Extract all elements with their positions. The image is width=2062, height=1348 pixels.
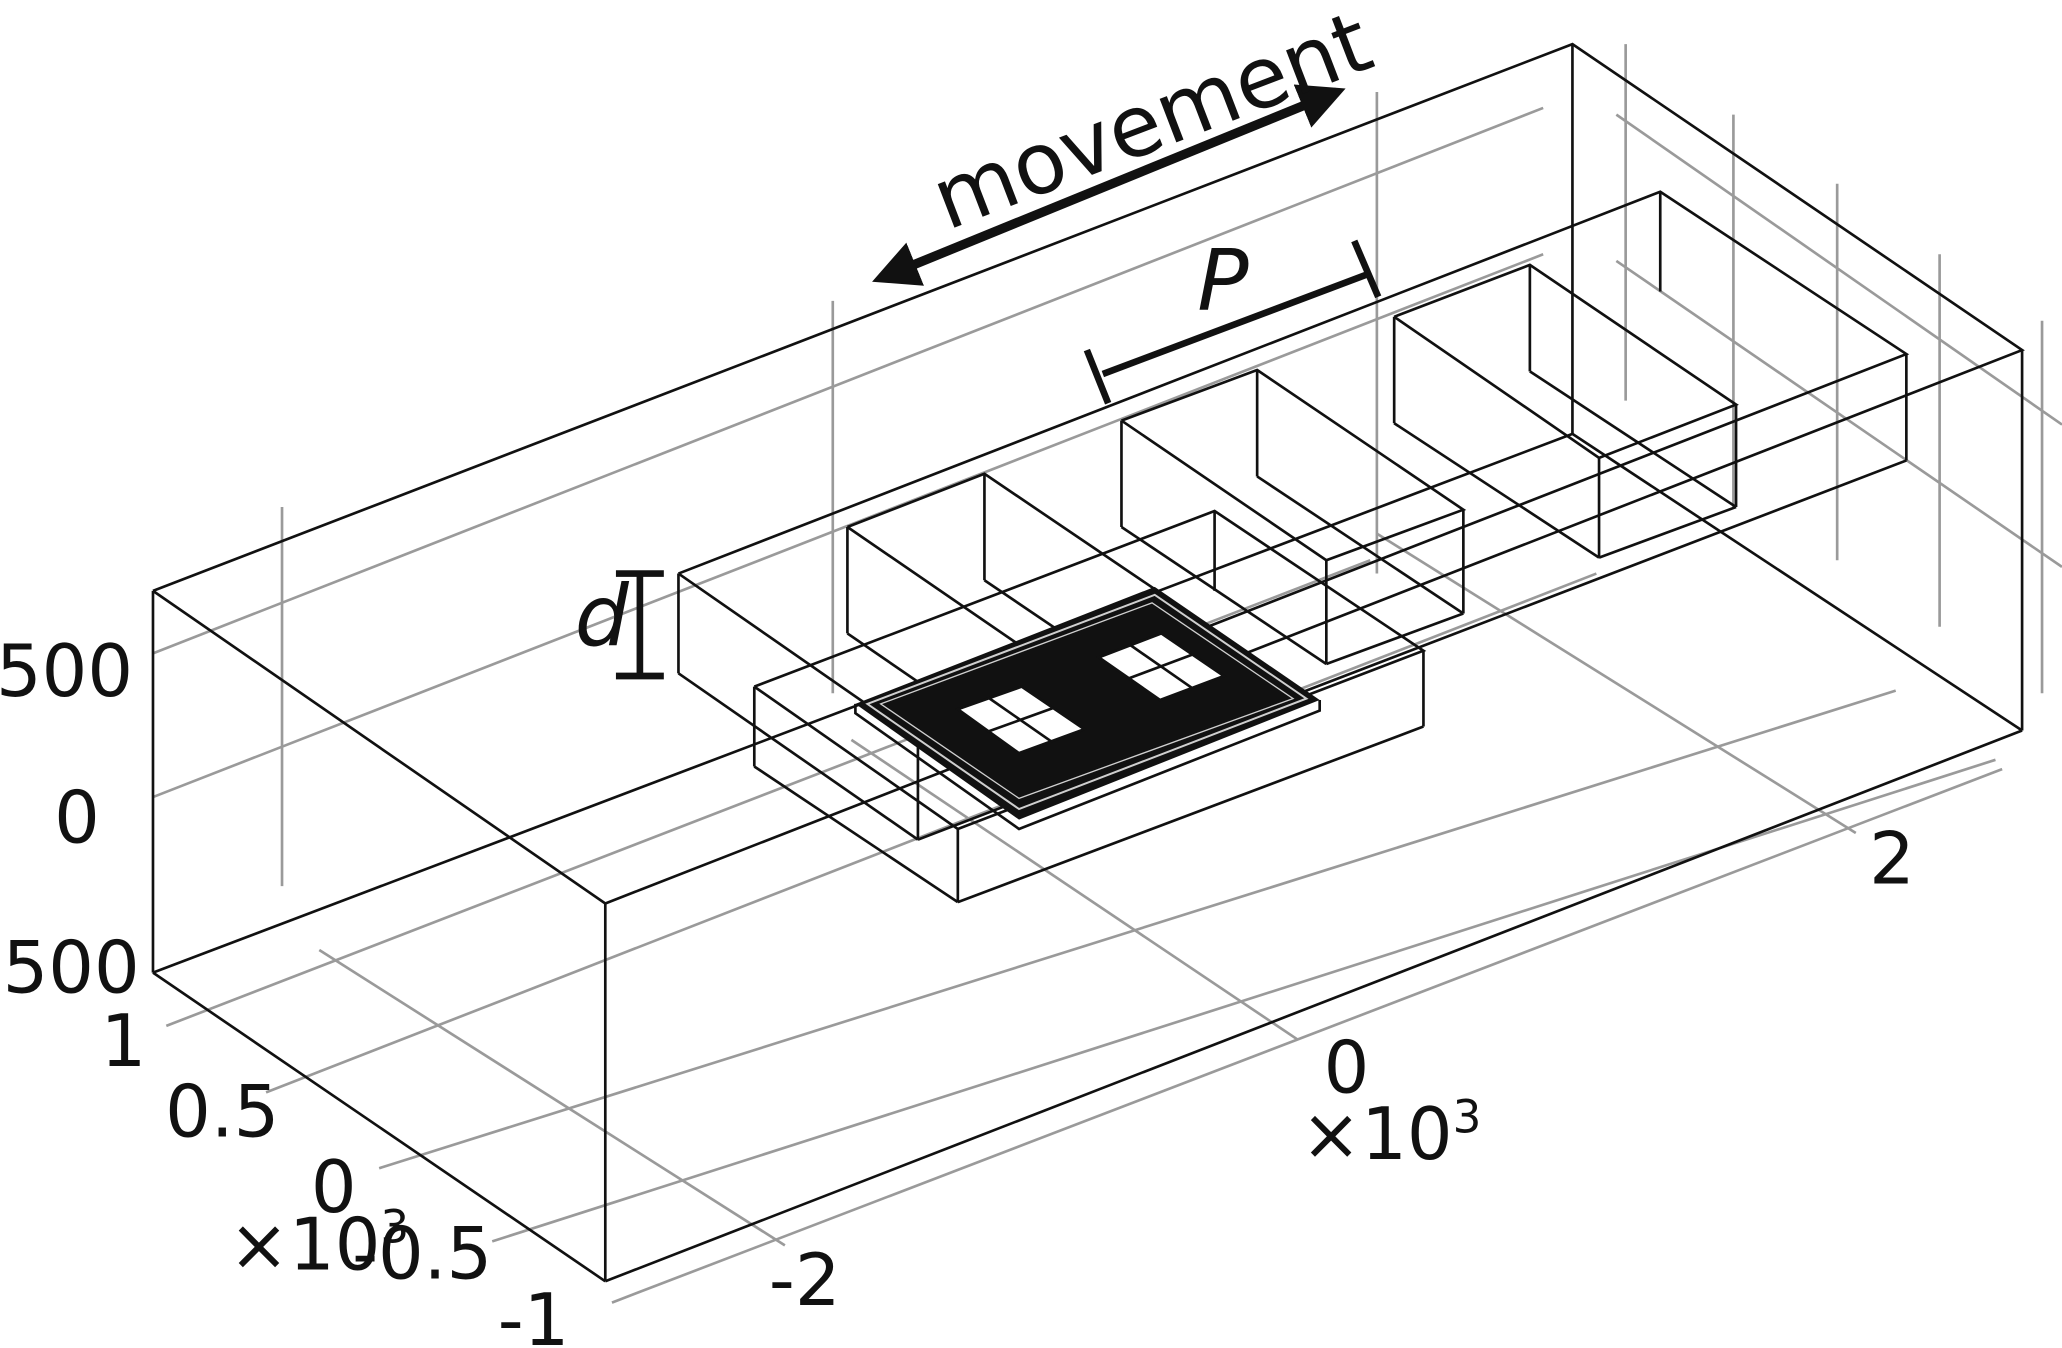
movement-label: movement [919,0,1384,250]
x-multiplier: ×103 [1301,1090,1481,1176]
y-tick-neg1: -1 [498,1278,570,1348]
y-multiplier: ×103 [229,1201,409,1287]
y-tick-neg0-5: -0.5 [352,1212,492,1296]
y-tick-1: 1 [101,999,147,1083]
coil-plate [854,586,1322,831]
movement-arrow-line [872,84,1346,286]
z-tick-neg500: -500 [0,926,140,1010]
periodic-block-2 [1120,368,1467,666]
z-tick-0: 0 [54,775,100,859]
y-tick-0: 0 [311,1145,357,1229]
z-tick-500: 500 [0,629,133,713]
periodic-block-3 [1392,263,1739,559]
rail-channel [677,190,1910,841]
y-tick-0-5: 0.5 [165,1069,279,1153]
x-tick-0: 0 [1324,1025,1370,1109]
movement-arrow: movement [872,0,1385,286]
depth-label: d [575,567,630,666]
y-axis: 1 0.5 0 ×103 -0.5 -1 [101,999,570,1348]
period-dimension [1083,239,1382,405]
depth-dimension [615,570,664,680]
x-tick-2: 2 [1869,817,1915,901]
background-grid [152,44,2062,1304]
x-tick-neg2: -2 [769,1238,841,1322]
sensor-housing [752,509,1427,904]
z-axis: 500 0 -500 [0,629,140,1010]
x-axis: 2 0 ×103 -2 [769,817,1915,1323]
period-label: P [1197,232,1249,331]
